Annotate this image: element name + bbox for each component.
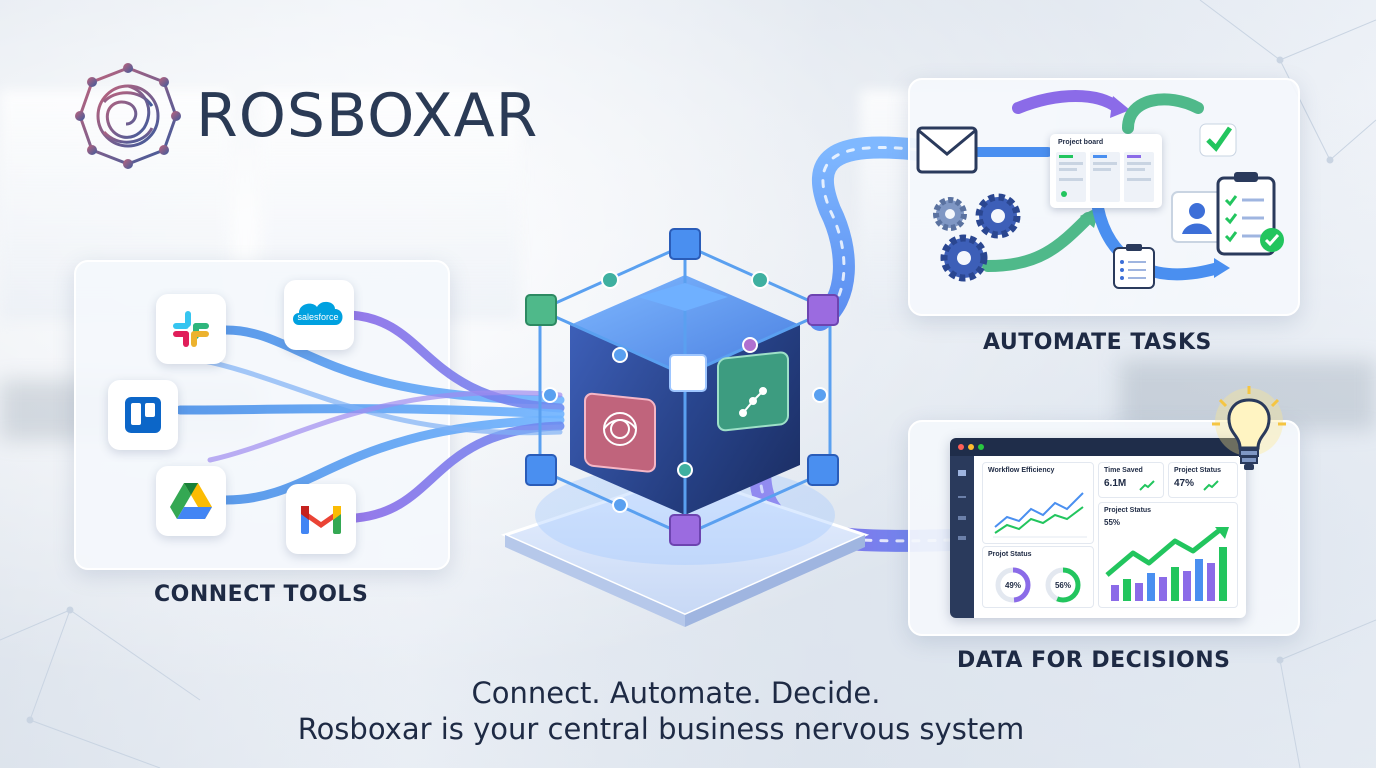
window-maximize-dot[interactable] (978, 444, 984, 450)
automation-flow-graphic (916, 90, 1284, 289)
project-status-chart-card: Project Status 55% (1098, 502, 1238, 608)
project-status-card: Project Status 47% (1168, 462, 1238, 498)
brand-name: ROSBOXAR (196, 81, 539, 151)
donut-charts: 49% 56% (995, 567, 1081, 603)
salesforce-tile[interactable]: salesforce (284, 280, 354, 350)
dashboard-titlebar (950, 438, 1246, 456)
task-list-icon (1113, 244, 1155, 289)
analytics-dashboard: Workflow Efficiency Time Saved 6.1M Proj… (950, 438, 1246, 618)
workflow-icon (739, 387, 767, 417)
lightbulb-icon (1212, 386, 1286, 470)
trello-tile[interactable] (108, 380, 178, 450)
central-hub-cube (500, 228, 870, 627)
efficiency-line-chart (993, 492, 1087, 538)
project-status-chart-label: Project Status (1104, 507, 1152, 514)
trend-up-icon (1203, 480, 1219, 491)
time-saved-card: Time Saved 6.1M (1098, 462, 1164, 498)
project-status-chart-value: 55% (1104, 518, 1121, 527)
project-status-value: 47% (1174, 478, 1195, 489)
salesforce-icon: salesforce (293, 301, 343, 325)
gears-icon (933, 193, 1021, 282)
project-status-label: Project Status (1174, 467, 1222, 474)
growth-bar-chart (1105, 527, 1229, 601)
email-envelope-icon (916, 126, 978, 174)
donut-2-value: 56% (1055, 581, 1071, 590)
dashboard-sidebar (950, 456, 974, 618)
workflow-efficiency-label: Workflow Efficiency (988, 467, 1055, 474)
svg-text:salesforce: salesforce (297, 312, 338, 322)
sidebar-icons (958, 470, 966, 540)
google-drive-icon (170, 483, 212, 519)
projot-status-label: Projot Status (988, 551, 1032, 558)
kanban-columns (1056, 152, 1154, 202)
rosette-network-logo-icon (75, 63, 181, 169)
donut-1-value: 49% (1005, 581, 1021, 590)
trello-icon (125, 397, 161, 433)
slack-tile[interactable] (156, 294, 226, 364)
projot-status-card: Projot Status 49% 56% (982, 546, 1094, 608)
check-circle-icon (1199, 123, 1237, 157)
window-minimize-dot[interactable] (968, 444, 974, 450)
project-board-card: Project board (1050, 134, 1162, 208)
tagline-primary: Connect. Automate. Decide. (471, 676, 881, 710)
project-board-label: Project board (1058, 139, 1104, 146)
time-saved-label: Time Saved (1104, 467, 1143, 474)
window-close-dot[interactable] (958, 444, 964, 450)
automate-tasks-title: AUTOMATE TASKS (983, 330, 1212, 355)
google-drive-tile[interactable] (156, 466, 226, 536)
connect-tools-title: CONNECT TOOLS (154, 582, 369, 607)
time-saved-value: 6.1M (1104, 478, 1127, 489)
user-profile-icon (1171, 191, 1223, 243)
data-decisions-title: DATA FOR DECISIONS (957, 648, 1231, 673)
trend-up-icon (1139, 480, 1155, 491)
gmail-tile[interactable] (286, 484, 356, 554)
workflow-efficiency-card: Workflow Efficiency (982, 462, 1094, 544)
slack-icon (173, 311, 209, 347)
home-icon (958, 470, 966, 476)
clipboard-checklist-icon (1216, 172, 1284, 256)
gmail-icon (301, 506, 341, 534)
rosette-icon (603, 412, 637, 446)
tagline-secondary: Rosboxar is your central business nervou… (297, 712, 1025, 746)
brand-logo: ROSBOXAR (74, 62, 538, 170)
